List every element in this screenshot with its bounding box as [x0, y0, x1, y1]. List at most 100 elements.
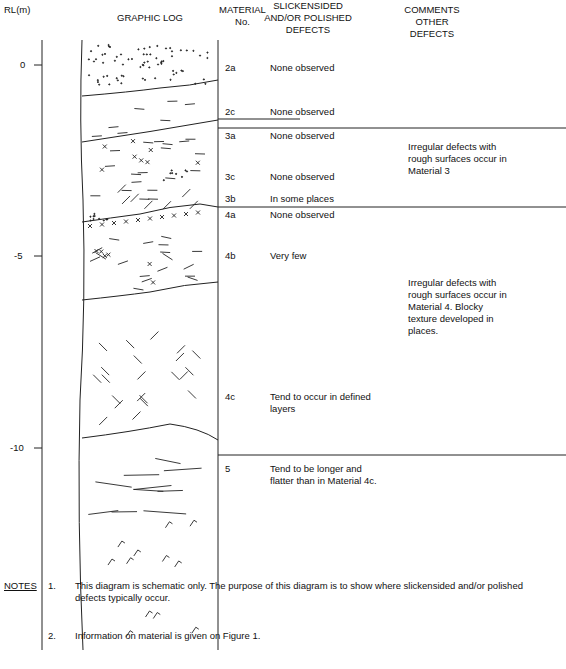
texture-dot	[181, 176, 182, 177]
texture-dot	[170, 79, 171, 80]
texture-stroke	[131, 558, 134, 560]
texture-dot	[185, 170, 186, 171]
column-header: SLICKENSIDED AND/OR POLISHED DEFECTS	[262, 0, 354, 36]
texture-stroke	[148, 217, 152, 221]
texture-dot	[106, 219, 107, 220]
texture-dot	[150, 54, 151, 55]
texture-dot	[205, 83, 206, 84]
note-text: Information on material is given on Figu…	[75, 630, 545, 642]
texture-stroke	[95, 482, 131, 487]
texture-stroke	[88, 224, 92, 228]
texture-stroke	[124, 474, 159, 476]
texture-dot	[97, 81, 98, 82]
texture-dot	[90, 220, 91, 221]
texture-stroke	[172, 214, 176, 218]
texture-stroke	[122, 190, 132, 191]
rl-value: -5	[14, 250, 36, 262]
axis-tick	[34, 448, 42, 449]
texture-stroke	[139, 158, 143, 162]
texture-dot	[88, 59, 89, 60]
texture-dot	[88, 75, 89, 76]
texture-stroke	[150, 332, 158, 340]
texture-stroke	[88, 511, 118, 515]
texture-dot	[186, 171, 187, 172]
texture-dot	[207, 52, 208, 53]
texture-dot	[99, 84, 100, 85]
texture-dot	[93, 61, 94, 62]
layer-line	[82, 424, 218, 440]
texture-dot	[186, 50, 187, 51]
texture-stroke	[163, 201, 171, 209]
texture-dot	[120, 54, 121, 55]
note-text: This diagram is schematic only. The purp…	[75, 580, 545, 604]
defect-description: Tend to be longer and flatter than in Ma…	[270, 463, 382, 487]
texture-dot	[157, 45, 158, 46]
texture-dot	[203, 79, 204, 80]
texture-dot	[117, 80, 118, 81]
texture-stroke	[126, 340, 134, 348]
texture-dot	[93, 218, 94, 219]
texture-stroke	[112, 221, 116, 225]
texture-stroke	[99, 250, 103, 254]
log-left-edge	[79, 40, 84, 650]
texture-stroke	[138, 172, 148, 173]
texture-stroke	[117, 132, 127, 134]
texture-stroke	[108, 126, 118, 128]
material-number: 2a	[225, 62, 245, 74]
texture-dot	[140, 66, 141, 67]
texture-stroke	[157, 613, 160, 615]
texture-dot	[163, 180, 164, 181]
texture-stroke	[118, 185, 126, 193]
texture-dot	[180, 50, 181, 51]
defect-description: In some places	[270, 193, 390, 205]
texture-stroke	[124, 220, 128, 224]
texture-dot	[97, 80, 98, 81]
material-number: 3b	[225, 193, 245, 205]
texture-stroke	[133, 288, 143, 290]
texture-dot	[103, 76, 104, 77]
texture-stroke	[143, 142, 153, 144]
texture-dot	[94, 213, 95, 214]
texture-stroke	[131, 181, 141, 183]
texture-dot	[171, 56, 172, 57]
texture-stroke	[131, 139, 135, 143]
texture-stroke	[131, 194, 139, 202]
texture-stroke	[148, 217, 152, 221]
texture-stroke	[190, 201, 198, 209]
texture-stroke	[185, 276, 195, 277]
texture-dot	[176, 173, 177, 174]
texture-stroke	[188, 277, 198, 280]
texture-stroke	[100, 223, 104, 227]
texture-stroke	[138, 550, 141, 552]
texture-dot	[165, 48, 166, 49]
texture-stroke	[180, 371, 188, 379]
texture-stroke	[158, 244, 168, 245]
texture-stroke	[127, 558, 131, 564]
texture-stroke	[105, 165, 115, 167]
texture-stroke	[103, 254, 107, 258]
comment-text: Irregular defects with rough surfaces oc…	[408, 277, 512, 337]
texture-stroke	[133, 155, 137, 159]
texture-dot	[172, 173, 173, 174]
texture-stroke	[184, 212, 188, 216]
texture-stroke	[176, 353, 184, 361]
material-number: 4c	[225, 391, 245, 403]
texture-stroke	[134, 356, 142, 364]
column-header: COMMENTS OTHER DEFECTS	[396, 4, 468, 40]
texture-stroke	[196, 211, 200, 215]
texture-dot	[102, 62, 103, 63]
texture-dot	[107, 219, 108, 220]
texture-stroke	[171, 372, 179, 380]
texture-dot	[155, 78, 156, 79]
defect-description: None observed	[270, 106, 390, 118]
texture-dot	[144, 62, 145, 63]
note-number: 2.	[48, 630, 68, 642]
texture-stroke	[108, 559, 112, 565]
defect-description: Very few	[270, 250, 390, 262]
texture-stroke	[147, 190, 157, 191]
texture-stroke	[157, 267, 167, 271]
texture-stroke	[184, 264, 194, 269]
texture-stroke	[163, 143, 173, 145]
comment-text: Irregular defects with rough surfaces oc…	[408, 141, 516, 177]
column-header: MATERIAL No.	[218, 4, 267, 28]
